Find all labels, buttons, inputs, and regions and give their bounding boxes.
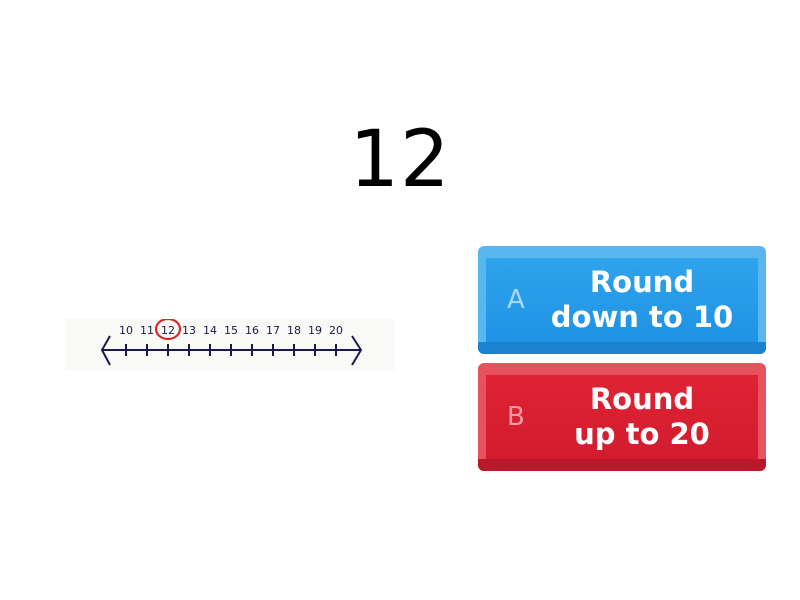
answer-b-button[interactable]: B Round up to 20 [478,363,766,471]
button-face: A Round down to 10 [486,258,758,342]
tick-label: 15 [224,324,238,337]
tick-label: 20 [329,324,343,337]
question-number: 12 [349,115,451,205]
answer-label-line1: Round [589,382,695,416]
tick-label: 14 [203,324,217,337]
answer-label: Round up to 20 [526,375,758,459]
number-line-image: 10 11 12 13 14 15 16 17 18 19 20 [65,319,395,371]
tick-label: 13 [182,324,196,337]
highlight-circle-icon [154,319,182,341]
button-shadow [478,459,766,471]
tick-label: 19 [308,324,322,337]
button-face: B Round up to 20 [486,375,758,459]
answer-a-button[interactable]: A Round down to 10 [478,246,766,354]
answer-label-line2: down to 10 [550,300,734,334]
tick-label: 11 [140,324,154,337]
answer-letter: B [507,402,525,432]
tick-label: 16 [245,324,259,337]
tick-marks [125,344,337,356]
answer-label: Round down to 10 [526,258,758,342]
tick-label: 12 [161,324,175,337]
number-line-graphic: 10 11 12 13 14 15 16 17 18 19 20 [100,319,363,366]
answer-label-line1: Round [589,265,695,299]
button-shadow [478,342,766,354]
tick-label: 17 [266,324,280,337]
answer-letter: A [507,285,525,315]
answer-label-line2: up to 20 [574,417,710,451]
tick-label: 18 [287,324,301,337]
tick-label: 10 [119,324,133,337]
